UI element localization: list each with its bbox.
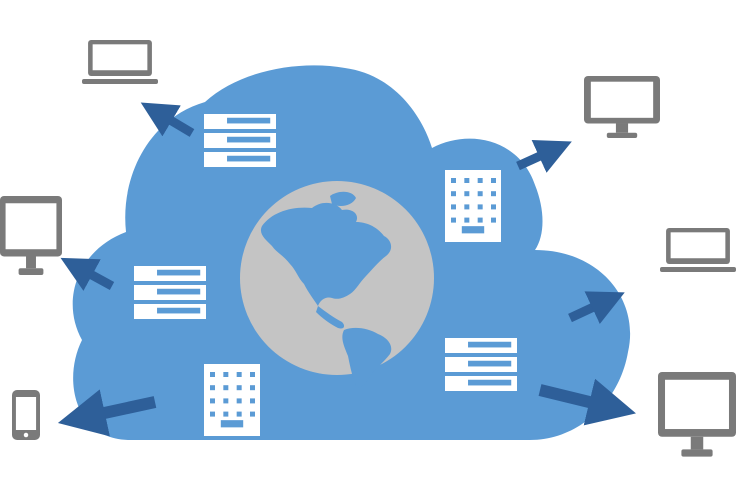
server-led: [464, 191, 470, 197]
server-led: [451, 204, 456, 210]
server-slot: [157, 288, 201, 295]
laptop-screen: [670, 232, 726, 259]
smartphone-icon: [12, 390, 40, 440]
server-led: [236, 385, 242, 391]
phone-screen: [15, 397, 37, 430]
monitor-neck: [26, 256, 36, 269]
arrow-icon: [60, 257, 115, 291]
server-led: [250, 411, 255, 417]
server-led: [477, 191, 483, 197]
server-led: [477, 204, 483, 210]
server-led: [223, 385, 229, 391]
tower-server-icon: [204, 364, 260, 436]
server-slot: [220, 420, 244, 428]
monitor-stand: [18, 268, 44, 275]
tower-server-icon: [445, 170, 501, 242]
server-slot: [157, 307, 201, 314]
monitor-stand: [681, 449, 713, 457]
server-led: [477, 217, 483, 223]
server-led: [451, 217, 456, 223]
server-led: [464, 217, 470, 223]
server-led: [250, 398, 255, 404]
monitor-screen: [590, 81, 654, 118]
monitor-icon: [0, 196, 62, 275]
phone-home-button: [23, 432, 29, 438]
server-led: [491, 217, 496, 223]
server-slot: [461, 226, 485, 234]
server-led: [491, 178, 496, 183]
arrow-icon: [57, 389, 157, 437]
server-led: [223, 398, 229, 404]
server-slot: [157, 269, 201, 276]
server-led: [491, 204, 496, 210]
server-led: [451, 191, 456, 197]
server-led: [236, 398, 242, 404]
server-led: [250, 385, 255, 391]
monitor-screen: [665, 379, 729, 430]
server-led: [451, 178, 456, 183]
server-led: [210, 372, 215, 377]
server-led: [210, 411, 215, 417]
monitor-icon: [658, 372, 736, 457]
server-led: [464, 178, 470, 183]
monitor-icon: [584, 76, 660, 139]
monitor-neck: [690, 436, 704, 450]
rack-server-icon: [134, 266, 206, 319]
arrow-icon: [568, 291, 625, 324]
rack-server-icon: [204, 114, 276, 167]
server-led: [223, 411, 229, 417]
laptop-icon: [660, 228, 736, 272]
server-led: [250, 372, 255, 377]
server-led: [491, 191, 496, 197]
monitor-screen: [5, 203, 57, 250]
server-led: [236, 411, 242, 417]
arrow-icon: [140, 102, 195, 137]
server-led: [477, 178, 483, 183]
server-slot: [227, 117, 271, 124]
monitor-stand: [606, 132, 638, 139]
laptop-base: [82, 79, 158, 84]
server-led: [210, 398, 215, 404]
server-slot: [227, 136, 271, 143]
arrows: [57, 102, 636, 437]
server-slot: [227, 155, 271, 162]
server-slot: [468, 379, 512, 386]
laptop-base: [660, 267, 736, 272]
globe-icon: [240, 181, 434, 388]
arrow-icon: [516, 140, 572, 173]
server-led: [464, 204, 470, 210]
laptop-screen: [92, 44, 148, 71]
laptop-icon: [82, 40, 158, 84]
server-led: [236, 372, 242, 377]
monitor-neck: [615, 123, 629, 133]
server-led: [210, 385, 215, 391]
arrow-icon: [538, 378, 636, 426]
server-led: [223, 372, 229, 377]
server-slot: [468, 341, 512, 348]
server-slot: [468, 360, 512, 367]
rack-server-icon: [445, 338, 517, 391]
